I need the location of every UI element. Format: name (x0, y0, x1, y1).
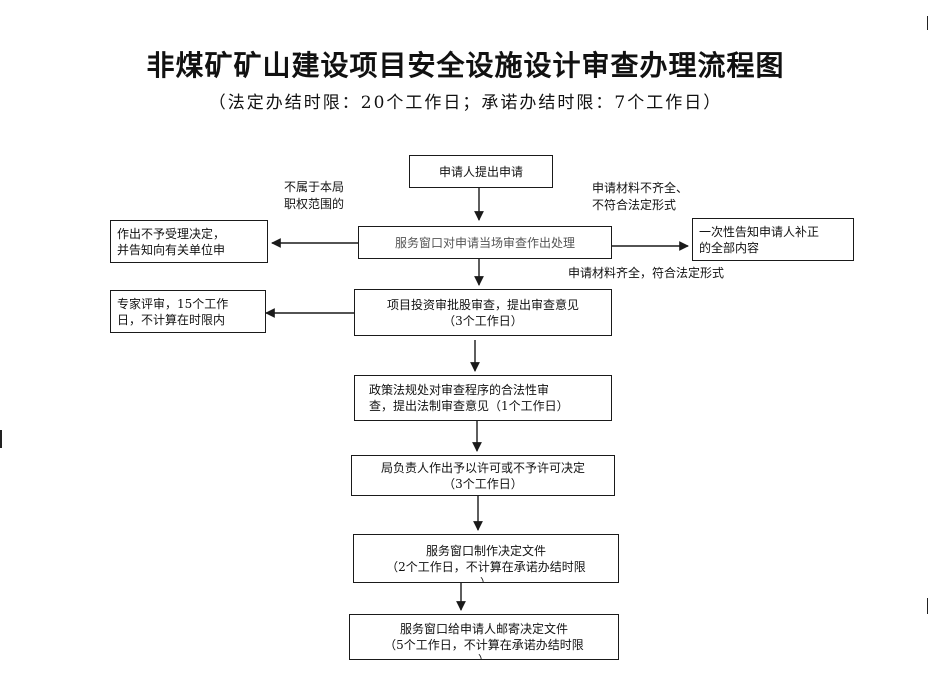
node-line: 政策法规处对审查程序的合法性审 (369, 383, 550, 397)
right-edge-mark-top (927, 16, 928, 30)
node-expert: 专家评审，15个工作日，不计算在时限内 (110, 290, 266, 333)
node-review: 项目投资审批股审查，提出审查意见（3个工作日） (354, 289, 612, 336)
node-line: 的全部内容 (699, 240, 760, 255)
page-subtitle: （法定办结时限：20个工作日；承诺办结时限：7个工作日） (208, 93, 723, 113)
node-clipped-text: ） (479, 576, 492, 583)
node-window-process: 服务窗口对申请当场审查作出处理 (358, 226, 612, 259)
node-line: （2个工作日，不计算在承诺办结时限 (386, 559, 586, 574)
note-not-in-scope: 不属于本局职权范围的 (284, 179, 344, 213)
right-edge-mark-bottom (927, 598, 928, 614)
node-mail-doc: 服务窗口给申请人邮寄决定文件 （5个工作日，不计算在承诺办结时限） (349, 614, 619, 660)
node-line: 日，不计算在时限内 (117, 312, 226, 327)
note-complete: 申请材料齐全，符合法定形式 (568, 265, 724, 282)
left-edge-mark (0, 430, 2, 448)
node-line: 局负责人作出予以许可或不予许可决定 (380, 460, 585, 475)
node-line: （3个工作日） (443, 476, 523, 491)
page-title: 非煤矿矿山建设项目安全设施设计审查办理流程图 (146, 49, 785, 82)
node-line: 专家评审，15个工作 (117, 296, 229, 311)
node-line: 一次性告知申请人补正 (699, 224, 820, 239)
node-line: 查，提出法制审查意见（1个工作日） (369, 399, 569, 413)
note-line: 职权范围的 (284, 197, 345, 211)
node-line: 并告知向有关单位申 (117, 242, 226, 257)
node-clipped-text: ） (477, 653, 490, 660)
note-line: 不符合法定形式 (592, 198, 677, 212)
node-reject: 作出不予受理决定，并告知向有关单位申 (110, 220, 268, 263)
node-line: 服务窗口制作决定文件 (425, 543, 546, 558)
note-incomplete: 申请材料不齐全、不符合法定形式 (592, 180, 688, 214)
node-line: 服务窗口给申请人邮寄决定文件 (399, 622, 568, 636)
node-line: 申请人提出申请 (438, 164, 523, 179)
node-line: （5个工作日，不计算在承诺办结时限 (384, 638, 584, 652)
note-line: 不属于本局 (284, 180, 345, 194)
node-make-doc: 服务窗口制作决定文件（2个工作日，不计算在承诺办结时限 ） (353, 534, 619, 583)
node-correction: 一次性告知申请人补正的全部内容 (692, 218, 854, 261)
node-legal: 政策法规处对审查程序的合法性审查，提出法制审查意见（1个工作日） (354, 375, 612, 421)
note-line: 申请材料齐全，符合法定形式 (568, 266, 725, 280)
node-line: 作出不予受理决定， (117, 226, 226, 241)
node-apply: 申请人提出申请 (409, 155, 553, 188)
note-line: 申请材料不齐全、 (592, 181, 689, 195)
node-line: 服务窗口对申请当场审查作出处理 (394, 235, 575, 250)
node-line: 项目投资审批股审查，提出审查意见 (386, 297, 579, 312)
node-decision: 局负责人作出予以许可或不予许可决定（3个工作日） (351, 455, 615, 496)
node-line: （3个工作日） (443, 313, 523, 328)
